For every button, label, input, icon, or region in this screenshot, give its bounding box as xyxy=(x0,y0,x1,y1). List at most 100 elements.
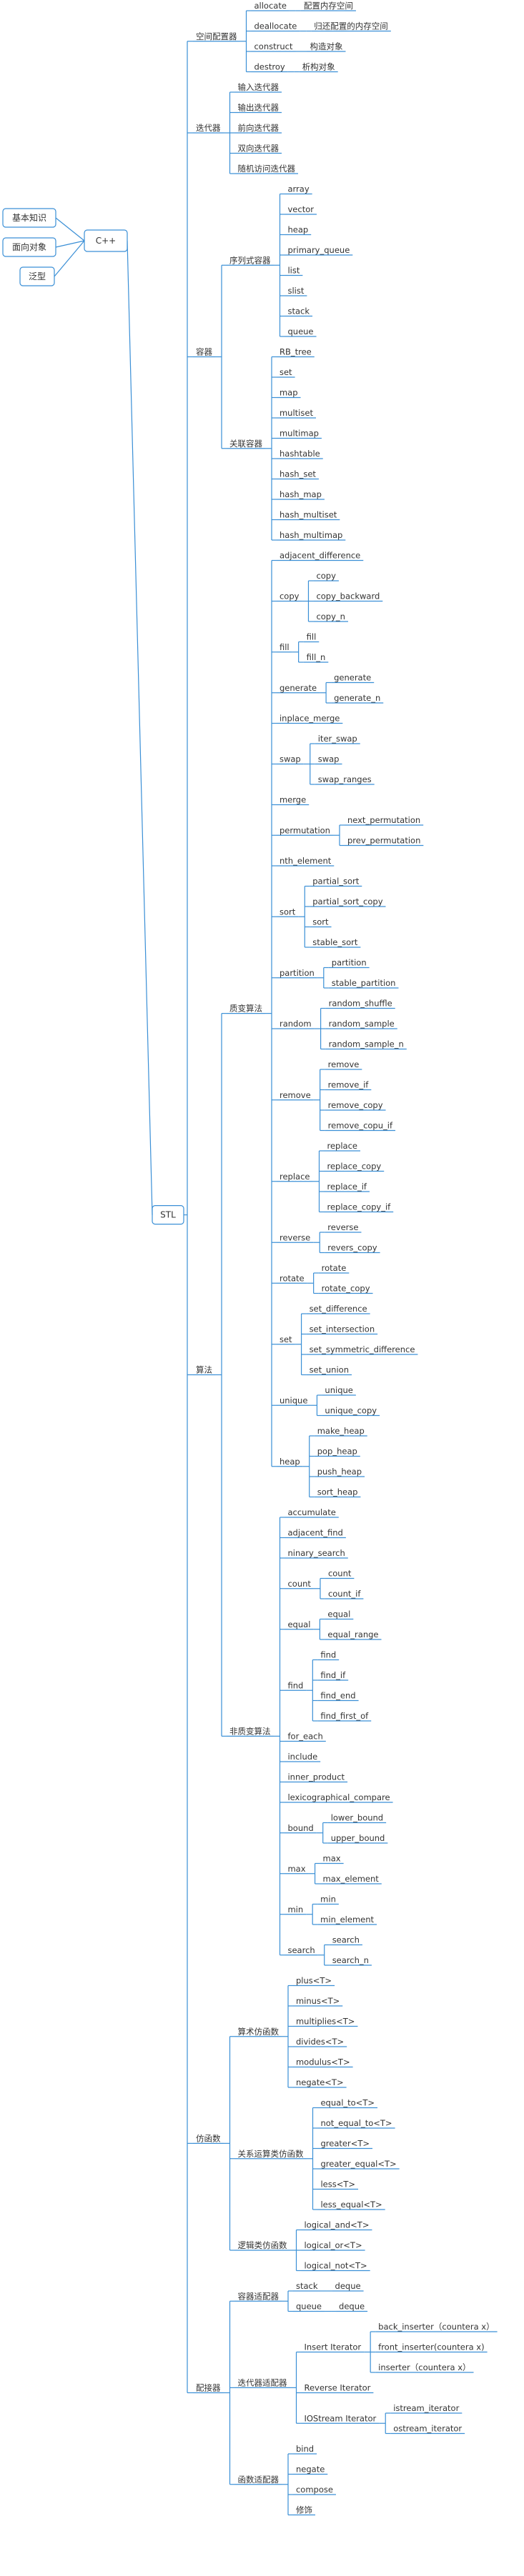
topic-box xyxy=(2,208,56,228)
node-ninary-search: ninary_search xyxy=(287,1548,345,1558)
node-lower-bound: lower_bound xyxy=(331,1813,383,1823)
node-算术仿函数: 算术仿函数 xyxy=(237,2027,279,2037)
node-pop-heap: pop_heap xyxy=(317,1447,357,1457)
node-修饰: 修饰 xyxy=(296,2505,312,2515)
root-to-topic-edge xyxy=(55,217,85,241)
node-sort: sort xyxy=(312,917,329,927)
node-remove: remove xyxy=(328,1059,360,1069)
node-swap-ranges: swap_ranges xyxy=(318,774,372,784)
node-multimap: multimap xyxy=(280,429,319,439)
node-partial-sort-copy: partial_sort_copy xyxy=(312,897,382,907)
node-remove-if: remove_if xyxy=(328,1080,370,1090)
node-negate: negate xyxy=(296,2465,325,2475)
node-min-element: min_element xyxy=(320,1914,374,1924)
node-容器适配器: 容器适配器 xyxy=(237,2291,279,2301)
node-sort: sort xyxy=(280,907,296,917)
node-less-t: less<T> xyxy=(320,2180,355,2190)
node-find-end: find_end xyxy=(320,1691,355,1701)
node-random-sample: random_sample xyxy=(329,1019,395,1029)
node-negate-t: negate<T> xyxy=(296,2077,344,2087)
root-to-stl-edge xyxy=(127,240,153,1215)
node-insert-iterator: Insert Iterator xyxy=(304,2342,361,2352)
node-minus-t: minus<T> xyxy=(296,1996,340,2006)
node-remove: remove xyxy=(280,1090,311,1100)
node-stable-sort: stable_sort xyxy=(312,937,358,947)
node-hash-set: hash_set xyxy=(280,469,316,479)
node-sort-heap: sort_heap xyxy=(317,1487,358,1497)
node-set-difference: set_difference xyxy=(310,1304,367,1314)
node-logical-or-t: logical_or<T> xyxy=(304,2240,362,2250)
node-include: include xyxy=(287,1752,317,1762)
node-unique: unique xyxy=(325,1385,352,1395)
node-非质变算法: 非质变算法 xyxy=(229,1726,271,1736)
node-list: list xyxy=(287,266,300,276)
node-heap: heap xyxy=(280,1457,300,1467)
node-replace-copy: replace_copy xyxy=(327,1162,381,1172)
node-deque: deque xyxy=(339,2302,365,2312)
node-nth-element: nth_element xyxy=(280,856,332,866)
node-equal-to-t: equal_to<T> xyxy=(320,2098,375,2108)
node-max: max xyxy=(323,1854,341,1864)
node-generate: generate xyxy=(334,673,371,683)
node-primary-queue: primary_queue xyxy=(287,245,350,255)
node-仿函数: 仿函数 xyxy=(196,2133,221,2143)
node-less-equal-t: less_equal<T> xyxy=(320,2200,382,2210)
node-replace-copy-if: replace_copy_if xyxy=(327,1202,391,1212)
node-set-union: set_union xyxy=(310,1365,349,1375)
node-deque: deque xyxy=(335,2281,361,2291)
node-copy-n: copy_n xyxy=(316,611,345,621)
node-next-permutation: next_permutation xyxy=(347,815,420,825)
node-set-symmetric-difference: set_symmetric_difference xyxy=(310,1344,415,1354)
node-set: set xyxy=(280,367,292,377)
node-copy: copy xyxy=(280,591,300,601)
node-search-n: search_n xyxy=(332,1955,369,1965)
node-max: max xyxy=(287,1864,305,1874)
node-lexicographical-compare: lexicographical_compare xyxy=(287,1792,390,1802)
node-count-if: count_if xyxy=(328,1589,361,1599)
node-min: min xyxy=(287,1904,303,1914)
node-fill-n: fill_n xyxy=(307,652,326,662)
node-find: find xyxy=(320,1650,336,1660)
node-rb-tree: RB_tree xyxy=(280,347,312,357)
node-inserter-countera-x: inserter（countera x） xyxy=(378,2362,470,2372)
node-random-sample-n: random_sample_n xyxy=(329,1039,404,1049)
node-析构对象: 析构对象 xyxy=(302,62,335,72)
node-配置内存空间: 配置内存空间 xyxy=(304,1,353,11)
node-hash-map: hash_map xyxy=(280,489,322,499)
node-fill: fill xyxy=(280,642,290,652)
node-vector: vector xyxy=(287,204,314,214)
root-to-topic-edge xyxy=(54,240,85,277)
node-reverse: reverse xyxy=(327,1222,358,1232)
node-算法: 算法 xyxy=(196,1365,212,1375)
node-upper-bound: upper_bound xyxy=(331,1833,385,1843)
node-permutation: permutation xyxy=(280,825,330,835)
node-plus-t: plus<T> xyxy=(296,1976,332,1986)
node-hashtable: hashtable xyxy=(280,449,320,459)
node-前向迭代器: 前向迭代器 xyxy=(237,123,279,133)
node-copy: copy xyxy=(316,571,336,581)
node-iter-swap: iter_swap xyxy=(318,734,357,744)
node-inplace-merge: inplace_merge xyxy=(280,714,340,724)
node-partition: partition xyxy=(280,968,315,978)
node-map: map xyxy=(280,388,298,398)
node-greater-t: greater<T> xyxy=(320,2139,370,2149)
node-accumulate: accumulate xyxy=(287,1507,335,1517)
node-logical-and-t: logical_and<T> xyxy=(304,2220,369,2230)
node-equal-range: equal_range xyxy=(327,1629,378,1639)
node-remove-copy: remove_copy xyxy=(328,1100,383,1110)
node-关联容器: 关联容器 xyxy=(229,439,262,449)
node-随机访问迭代器: 随机访问迭代器 xyxy=(237,164,295,174)
node-replace-if: replace_if xyxy=(327,1182,367,1192)
node-序列式容器: 序列式容器 xyxy=(229,255,271,265)
node-front-inserter-countera-x: front_inserter(countera x) xyxy=(378,2342,484,2352)
node-back-inserter-countera-x: back_inserter（countera x） xyxy=(378,2322,494,2332)
node-hash-multiset: hash_multiset xyxy=(280,510,337,520)
topic-2: 面向对象 xyxy=(12,241,46,252)
node-bound: bound xyxy=(287,1823,313,1833)
node-逻辑类仿函数: 逻辑类仿函数 xyxy=(237,2240,287,2250)
node-slist: slist xyxy=(287,286,304,296)
node-归还配置的内存空间: 归还配置的内存空间 xyxy=(314,21,388,31)
node-heap: heap xyxy=(287,225,308,235)
node-for-each: for_each xyxy=(287,1732,322,1742)
